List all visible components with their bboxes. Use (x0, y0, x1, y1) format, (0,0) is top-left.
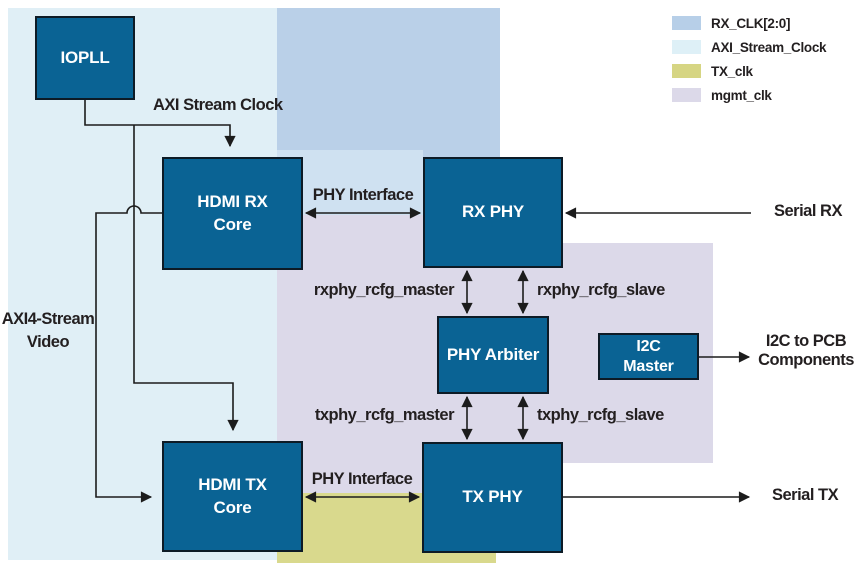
block-phy-arbiter-label: PHY Arbiter (446, 344, 540, 364)
label-rxphy-rcfg-master: rxphy_rcfg_master (313, 281, 455, 299)
region-rx-clk (277, 8, 500, 157)
block-hdmi-tx-core: HDMI TX Core (162, 441, 303, 552)
legend-label-axi-stream-clock: AXI_Stream_Clock (711, 39, 827, 55)
block-hdmi-tx-label-line1: HDMI TX (198, 475, 267, 495)
label-axi-stream-clock: AXI Stream Clock (153, 96, 283, 114)
label-txphy-rcfg-slave: txphy_rcfg_slave (537, 406, 664, 424)
label-i2c-pcb-line1: I2C to PCB (765, 332, 847, 350)
block-hdmi-tx-label-line2: Core (213, 497, 252, 517)
block-hdmi-rx-label-line2: Core (213, 214, 252, 234)
legend-label-rx-clk: RX_CLK[2:0] (711, 15, 791, 31)
block-iopll: IOPLL (35, 16, 135, 100)
block-phy-arbiter: PHY Arbiter (437, 316, 549, 394)
legend-label-tx-clk: TX_clk (711, 63, 753, 79)
legend-swatch-rx-clk (672, 16, 701, 30)
block-i2c-master-label-line1: I2C (636, 338, 661, 356)
block-rx-phy: RX PHY (423, 157, 563, 268)
block-i2c-master-label-line2: Master (623, 357, 674, 375)
label-phy-interface-tx: PHY Interface (311, 470, 413, 488)
label-serial-rx: Serial RX (774, 202, 842, 220)
label-phy-interface-rx: PHY Interface (312, 186, 414, 204)
block-i2c-master: I2C Master (598, 333, 699, 380)
block-rx-phy-label: RX PHY (461, 202, 525, 222)
label-axi4-video-line1: AXI4-Stream (1, 310, 95, 328)
legend: RX_CLK[2:0] AXI_Stream_Clock TX_clk mgmt… (672, 15, 827, 103)
label-axi4-video-line2: Video (26, 333, 70, 351)
label-txphy-rcfg-master: txphy_rcfg_master (314, 406, 455, 424)
legend-swatch-mgmt-clk (672, 88, 701, 102)
legend-item-tx-clk: TX_clk (672, 63, 826, 79)
label-i2c-pcb-line2: Components (758, 351, 854, 369)
label-serial-tx: Serial TX (772, 486, 839, 504)
block-tx-phy: TX PHY (422, 442, 563, 553)
legend-item-rx-clk: RX_CLK[2:0] (672, 15, 826, 31)
legend-label-mgmt-clk: mgmt_clk (711, 87, 772, 103)
label-i2c-to-pcb-components: I2C to PCB Components (756, 332, 854, 370)
legend-swatch-tx-clk (672, 64, 701, 78)
block-tx-phy-label: TX PHY (462, 487, 523, 507)
label-rxphy-rcfg-slave: rxphy_rcfg_slave (537, 281, 665, 299)
legend-swatch-axi-stream-clock (672, 40, 701, 54)
legend-item-axi-stream-clock: AXI_Stream_Clock (672, 39, 827, 55)
label-axi4-stream-video: AXI4-Stream Video (0, 308, 96, 354)
legend-item-mgmt-clk: mgmt_clk (672, 87, 826, 103)
block-hdmi-rx-label-line1: HDMI RX (197, 192, 268, 212)
block-iopll-label: IOPLL (60, 47, 110, 67)
block-hdmi-rx-core: HDMI RX Core (162, 157, 303, 270)
